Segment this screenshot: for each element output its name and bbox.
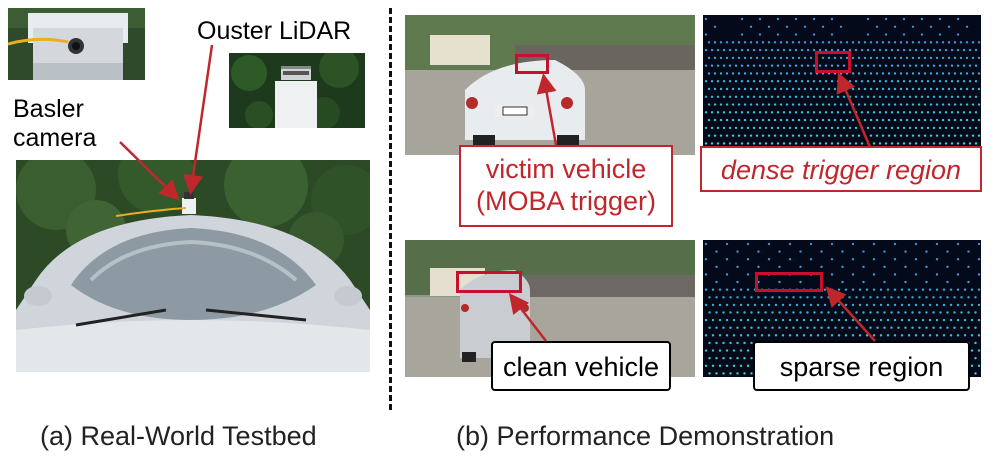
clean-vehicle-box xyxy=(456,271,522,293)
panel-divider xyxy=(389,8,392,410)
sparse-region-callout: sparse region xyxy=(753,341,970,391)
camera-label-line1: Basler xyxy=(13,95,84,123)
caption-b: (b) Performance Demonstration xyxy=(456,421,835,451)
victim-label-line1: victim vehicle xyxy=(485,154,647,184)
lidar-closeup-photo xyxy=(229,53,365,128)
victim-label-line2: (MOBA trigger) xyxy=(475,186,657,216)
victim-vehicle-photo xyxy=(405,15,695,155)
camera-label-line2: camera xyxy=(13,124,97,152)
dense-trigger-callout: dense trigger region xyxy=(700,146,982,192)
camera-closeup-photo xyxy=(8,8,145,80)
clean-vehicle-callout: clean vehicle xyxy=(491,341,671,391)
dense-lidar-view xyxy=(703,15,981,155)
caption-a: (a) Real-World Testbed xyxy=(40,421,317,451)
sparse-region-box xyxy=(755,272,823,292)
lidar-label: Ouster LiDAR xyxy=(197,17,352,45)
victim-vehicle-callout: victim vehicle (MOBA trigger) xyxy=(459,145,673,227)
dense-trigger-box xyxy=(815,51,851,73)
victim-trigger-box xyxy=(515,54,549,74)
testbed-car-photo xyxy=(16,160,370,372)
